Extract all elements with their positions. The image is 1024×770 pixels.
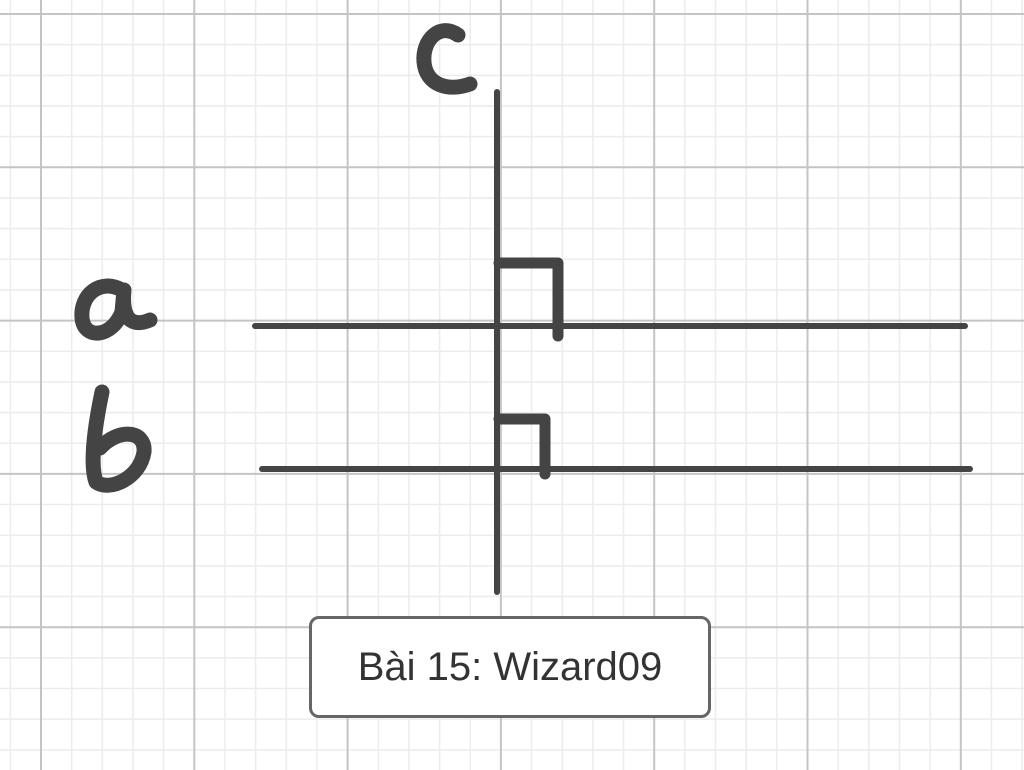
- right-angle-mark-b: [493, 413, 551, 480]
- letter-a-glyph: [74, 278, 158, 341]
- letter-c-glyph: [416, 23, 478, 95]
- right-angle-mark-a: [493, 257, 564, 342]
- letter-b-glyph: [85, 384, 152, 493]
- caption-box: Bài 15: Wizard09: [309, 616, 711, 718]
- caption-text: Bài 15: Wizard09: [357, 644, 663, 689]
